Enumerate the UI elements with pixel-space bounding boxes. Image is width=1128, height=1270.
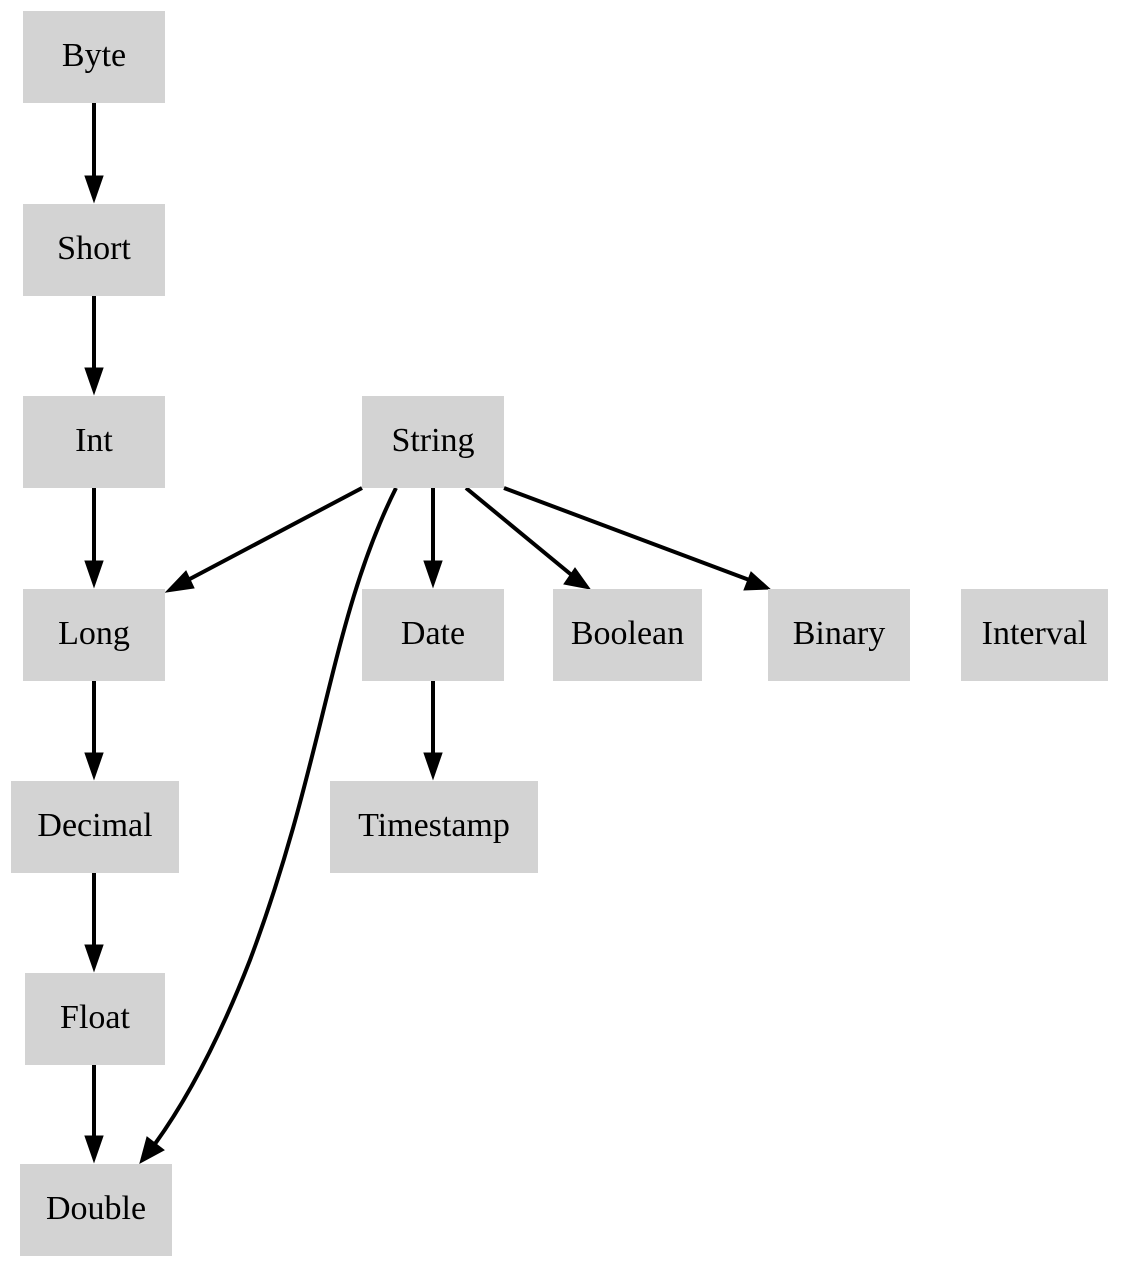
node-box[interactable]: [11, 781, 179, 873]
node-box[interactable]: [961, 589, 1108, 681]
edges-layer: [84, 103, 772, 1164]
edge-int-long: [84, 488, 104, 589]
edge-string-date: [423, 488, 443, 589]
node-float[interactable]: Float: [25, 973, 165, 1065]
edge-string-long: [164, 486, 363, 593]
node-boolean[interactable]: Boolean: [553, 589, 702, 681]
arrowhead-icon: [84, 175, 104, 204]
node-timestamp[interactable]: Timestamp: [330, 781, 538, 873]
node-label: String: [391, 422, 474, 459]
node-label: Double: [46, 1190, 146, 1227]
node-double[interactable]: Double: [20, 1164, 172, 1256]
node-box[interactable]: [362, 589, 504, 681]
edge-string-double: [139, 487, 398, 1164]
arrowhead-icon: [84, 560, 104, 589]
edge-string-binary: [503, 486, 772, 591]
node-box[interactable]: [23, 204, 165, 296]
arrowhead-icon: [84, 752, 104, 781]
node-label: Short: [57, 230, 131, 267]
arrowhead-icon: [139, 1136, 165, 1164]
node-box[interactable]: [553, 589, 702, 681]
node-label: Interval: [982, 615, 1088, 652]
node-box[interactable]: [362, 396, 504, 488]
node-box[interactable]: [23, 589, 165, 681]
node-int[interactable]: Int: [23, 396, 165, 488]
edge-line: [464, 486, 576, 579]
node-box[interactable]: [20, 1164, 172, 1256]
arrowhead-icon: [423, 560, 443, 589]
node-label: Long: [58, 615, 130, 652]
node-box[interactable]: [768, 589, 910, 681]
node-interval[interactable]: Interval: [961, 589, 1108, 681]
arrowhead-icon: [164, 570, 195, 593]
node-box[interactable]: [23, 11, 165, 103]
node-string[interactable]: String: [362, 396, 504, 488]
node-box[interactable]: [25, 973, 165, 1065]
node-binary[interactable]: Binary: [768, 589, 910, 681]
edge-long-decimal: [84, 681, 104, 781]
node-decimal[interactable]: Decimal: [11, 781, 179, 873]
node-label: Timestamp: [358, 807, 510, 844]
node-label: Int: [75, 422, 113, 459]
node-label: Binary: [793, 615, 886, 652]
edge-string-boolean: [464, 486, 592, 590]
arrowhead-icon: [84, 1135, 104, 1164]
arrowhead-icon: [84, 944, 104, 973]
edge-date-timestamp: [423, 681, 443, 781]
edge-byte-short: [84, 103, 104, 204]
edge-short-int: [84, 296, 104, 396]
edge-decimal-float: [84, 873, 104, 973]
edge-line: [185, 486, 363, 583]
node-box[interactable]: [330, 781, 538, 873]
edge-line: [150, 487, 398, 1150]
arrowhead-icon: [84, 367, 104, 396]
node-byte[interactable]: Byte: [23, 11, 165, 103]
edge-line: [503, 486, 753, 583]
node-label: Float: [60, 999, 130, 1036]
node-date[interactable]: Date: [362, 589, 504, 681]
node-box[interactable]: [23, 396, 165, 488]
arrowhead-icon: [563, 567, 592, 590]
arrowhead-icon: [743, 571, 772, 591]
node-label: Byte: [62, 37, 126, 74]
node-label: Decimal: [37, 807, 152, 844]
node-label: Boolean: [571, 615, 684, 652]
node-label: Date: [401, 615, 465, 652]
node-short[interactable]: Short: [23, 204, 165, 296]
node-long[interactable]: Long: [23, 589, 165, 681]
arrowhead-icon: [423, 752, 443, 781]
edge-float-double: [84, 1065, 104, 1164]
